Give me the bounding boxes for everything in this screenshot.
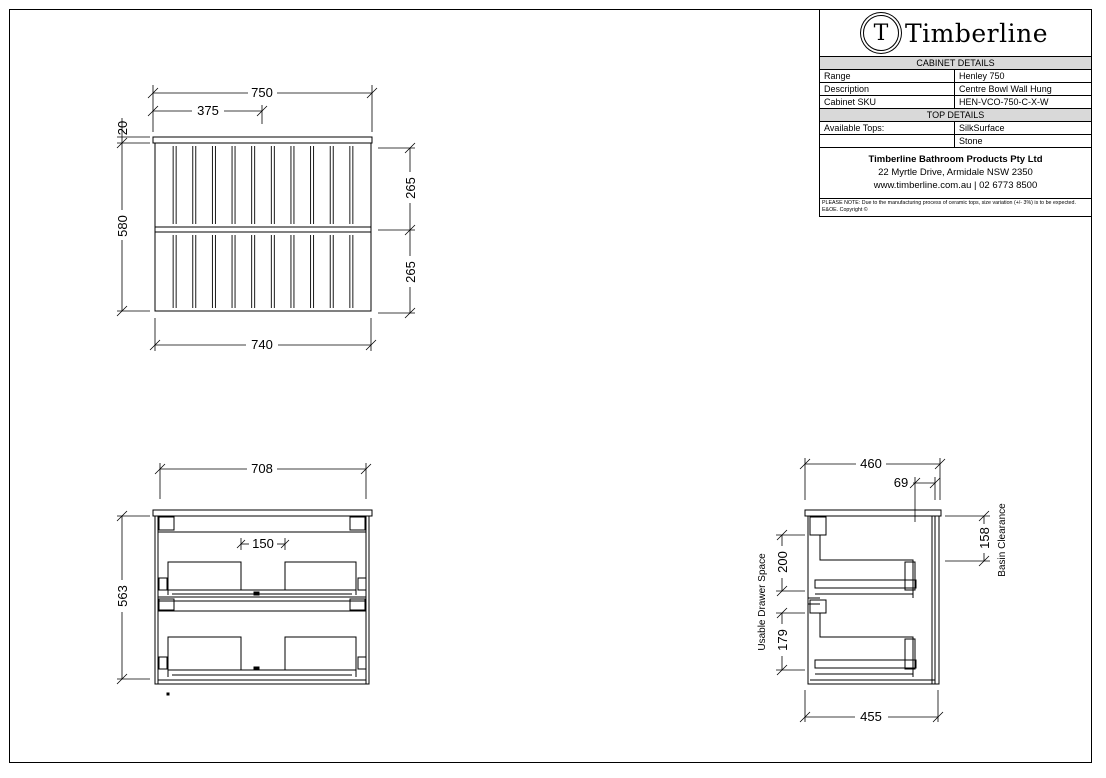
company-name: Timberline Bathroom Products Pty Ltd [868,154,1043,165]
dim-drawer-lower: 265 [403,261,418,283]
front-dimensions [116,85,416,351]
section-dimensions [116,463,372,685]
section-view [152,509,373,696]
dim-carcass-width: 740 [251,337,273,352]
disclaimer-note: PLEASE NOTE: Due to the manufacturing pr… [822,200,1076,213]
brand-logo: T Timberline [820,10,1091,57]
dim-section-height: 563 [115,585,130,607]
dim-offset: 69 [894,475,908,490]
title-block: T Timberline CABINET DETAILS Range Henle… [819,9,1092,217]
company-address: 22 Myrtle Drive, Armidale NSW 2350 [878,167,1033,178]
detail-row-description: Description Centre Bowl Wall Hung [820,83,1091,96]
dim-inner-width: 708 [251,461,273,476]
dim-depth: 460 [860,456,882,471]
company-contact: www.timberline.com.au | 02 6773 8500 [873,180,1038,191]
dim-basin-clearance: 158 [977,527,992,549]
dim-drawer-space-upper: 200 [775,551,790,573]
label-usable-drawer-space: Usable Drawer Space [757,553,768,651]
label-basin-clearance: Basin Clearance [997,503,1008,577]
front-top-slab [152,136,373,144]
logo-monogram-icon: T [862,15,899,51]
dim-overall-width: 750 [251,85,273,100]
brand-name: Timberline [904,18,1048,48]
dim-top-thickness: 20 [115,121,130,135]
dim-base-depth: 455 [860,709,882,724]
dim-drawer-space-lower: 179 [775,629,790,651]
company-info: Timberline Bathroom Products Pty Ltd 22 … [820,148,1091,199]
top-details-heading: TOP DETAILS [820,109,1091,122]
detail-row-sku: Cabinet SKU HEN-VCO-750-C-X-W [820,96,1091,109]
cabinet-details-heading: CABINET DETAILS [820,57,1091,70]
detail-row-range: Range Henley 750 [820,70,1091,83]
drawing-frame [9,9,1092,763]
side-view [804,509,942,685]
front-view [152,136,373,312]
dim-gap: 150 [252,536,274,551]
detail-row-tops-2: Stone [820,135,1091,148]
detail-row-tops-1: Available Tops: SilkSurface [820,122,1091,135]
side-dimensions [776,458,990,723]
dim-height: 580 [115,215,130,237]
front-panel-slats [172,146,354,308]
dim-drawer-upper: 265 [403,177,418,199]
dim-half-width: 375 [197,103,219,118]
